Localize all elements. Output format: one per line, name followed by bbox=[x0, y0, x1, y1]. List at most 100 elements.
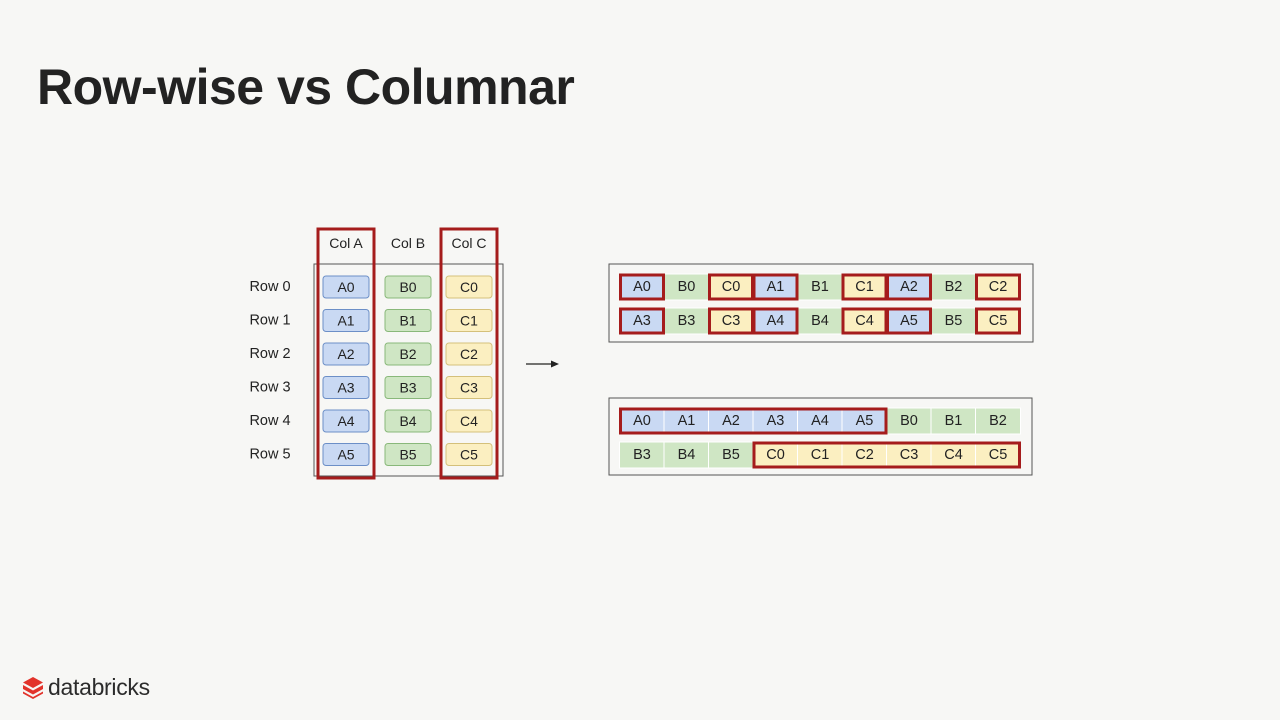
columnar-cell-label: C2 bbox=[855, 447, 874, 463]
row-wise-cell bbox=[752, 273, 799, 301]
row-label: Row 3 bbox=[249, 380, 290, 396]
table-cell bbox=[384, 342, 432, 366]
row-wise-highlight bbox=[886, 273, 932, 301]
row-wise-cell-label: C1 bbox=[855, 279, 874, 295]
columnar-cell-label: B1 bbox=[945, 413, 963, 429]
row-wise-cell-label: C3 bbox=[722, 313, 741, 329]
table-cell-label: B2 bbox=[399, 346, 416, 362]
databricks-logo-text: databricks bbox=[48, 673, 150, 700]
table-cell-label: A4 bbox=[337, 413, 354, 429]
table-cell-label: C4 bbox=[460, 413, 478, 429]
table-cell-label: A0 bbox=[337, 279, 354, 295]
table-cell-label: B0 bbox=[399, 279, 416, 295]
row-label: Row 5 bbox=[249, 447, 290, 463]
columnar-cell-label: A0 bbox=[633, 413, 651, 429]
table-cell-label: A3 bbox=[337, 380, 354, 396]
table-cell-label: C2 bbox=[460, 346, 478, 362]
columnar-cell-label: B5 bbox=[722, 447, 740, 463]
table-cell bbox=[445, 342, 493, 366]
row-wise-cell bbox=[930, 273, 977, 301]
table-cell bbox=[384, 409, 432, 433]
table-cell bbox=[445, 443, 493, 466]
table-cell-label: B3 bbox=[399, 380, 416, 396]
row-wise-cell-label: A5 bbox=[900, 313, 918, 329]
columnar-cell-label: A3 bbox=[767, 413, 785, 429]
row-wise-highlight bbox=[975, 273, 1021, 301]
columnar-cell bbox=[886, 407, 932, 435]
columnar-cell-label: A5 bbox=[856, 413, 874, 429]
table-cell bbox=[322, 443, 370, 466]
columnar-cell bbox=[708, 441, 754, 469]
table-cell-label: B5 bbox=[399, 447, 416, 463]
columnar-cell bbox=[975, 407, 1021, 435]
table-cell bbox=[322, 309, 370, 332]
row-wise-highlight bbox=[619, 307, 665, 335]
row-wise-cell-label: C2 bbox=[989, 279, 1008, 295]
right-arrow-head bbox=[551, 360, 559, 368]
table-cell bbox=[384, 275, 432, 299]
table-cell-label: A2 bbox=[337, 346, 354, 362]
row-wise-cell-label: C4 bbox=[855, 313, 874, 329]
columnar-cell-label: C1 bbox=[811, 447, 830, 463]
columnar-cell bbox=[619, 407, 665, 435]
row-wise-cell-label: A4 bbox=[767, 313, 785, 329]
row-wise-cell-label: B4 bbox=[811, 313, 829, 329]
columnar-cell-label: C3 bbox=[900, 447, 919, 463]
row-wise-highlight bbox=[752, 307, 799, 335]
columnar-frame bbox=[608, 397, 1033, 476]
table-cell bbox=[384, 443, 432, 466]
columnar-cell-label: B2 bbox=[989, 413, 1007, 429]
table-cell-label: C3 bbox=[460, 380, 478, 396]
column-highlight bbox=[316, 227, 376, 480]
columnar-highlight bbox=[752, 441, 1021, 469]
row-wise-cell-label: A0 bbox=[633, 279, 651, 295]
table-cell-label: B1 bbox=[399, 313, 416, 329]
table-cell bbox=[322, 376, 370, 399]
column-header: Col B bbox=[391, 235, 425, 251]
row-wise-cell bbox=[708, 273, 754, 301]
databricks-logo: databricks bbox=[22, 672, 150, 702]
table-cell bbox=[322, 275, 370, 299]
table-cell-label: C5 bbox=[460, 447, 478, 463]
row-wise-cell-label: A1 bbox=[767, 279, 785, 295]
table-cell bbox=[445, 409, 493, 433]
row-wise-cell-label: B3 bbox=[678, 313, 696, 329]
row-wise-cell-label: B5 bbox=[945, 313, 963, 329]
row-wise-highlight bbox=[975, 307, 1021, 335]
row-wise-cell-label: A3 bbox=[633, 313, 651, 329]
columnar-cell-label: A1 bbox=[678, 413, 696, 429]
column-header: Col A bbox=[329, 235, 363, 251]
columnar-cell-label: C5 bbox=[989, 447, 1008, 463]
table-cell bbox=[322, 342, 370, 366]
table-cell bbox=[384, 309, 432, 332]
row-wise-highlight bbox=[752, 273, 799, 301]
table-cell-label: C1 bbox=[460, 313, 478, 329]
table-frame bbox=[313, 263, 504, 477]
columnar-cell-label: B0 bbox=[900, 413, 918, 429]
row-label: Row 4 bbox=[249, 413, 290, 429]
columnar-cell-label: B4 bbox=[678, 447, 696, 463]
table-cell bbox=[445, 309, 493, 332]
databricks-logo-icon bbox=[23, 677, 43, 699]
table-cell bbox=[384, 376, 432, 399]
column-highlight bbox=[439, 227, 499, 480]
columnar-cell-label: A2 bbox=[722, 413, 740, 429]
row-wise-highlight bbox=[619, 273, 665, 301]
table-cell bbox=[322, 409, 370, 433]
table-cell-label: A5 bbox=[337, 447, 354, 463]
row-label: Row 0 bbox=[249, 279, 290, 295]
columnar-cell-label: A4 bbox=[811, 413, 829, 429]
row-wise-cell-label: A2 bbox=[900, 279, 918, 295]
row-wise-highlight bbox=[886, 307, 932, 335]
columnar-cell bbox=[663, 407, 710, 435]
row-wise-cell bbox=[619, 273, 665, 301]
row-wise-cell bbox=[663, 307, 710, 335]
columnar-cell-label: B3 bbox=[633, 447, 651, 463]
table-cell-label: C0 bbox=[460, 279, 478, 295]
row-wise-cell-label: B0 bbox=[678, 279, 696, 295]
columnar-highlight bbox=[619, 407, 888, 435]
row-wise-cell-label: B2 bbox=[945, 279, 963, 295]
slide-title: Row-wise vs Columnar bbox=[37, 59, 575, 115]
table-cell-label: A1 bbox=[337, 313, 354, 329]
